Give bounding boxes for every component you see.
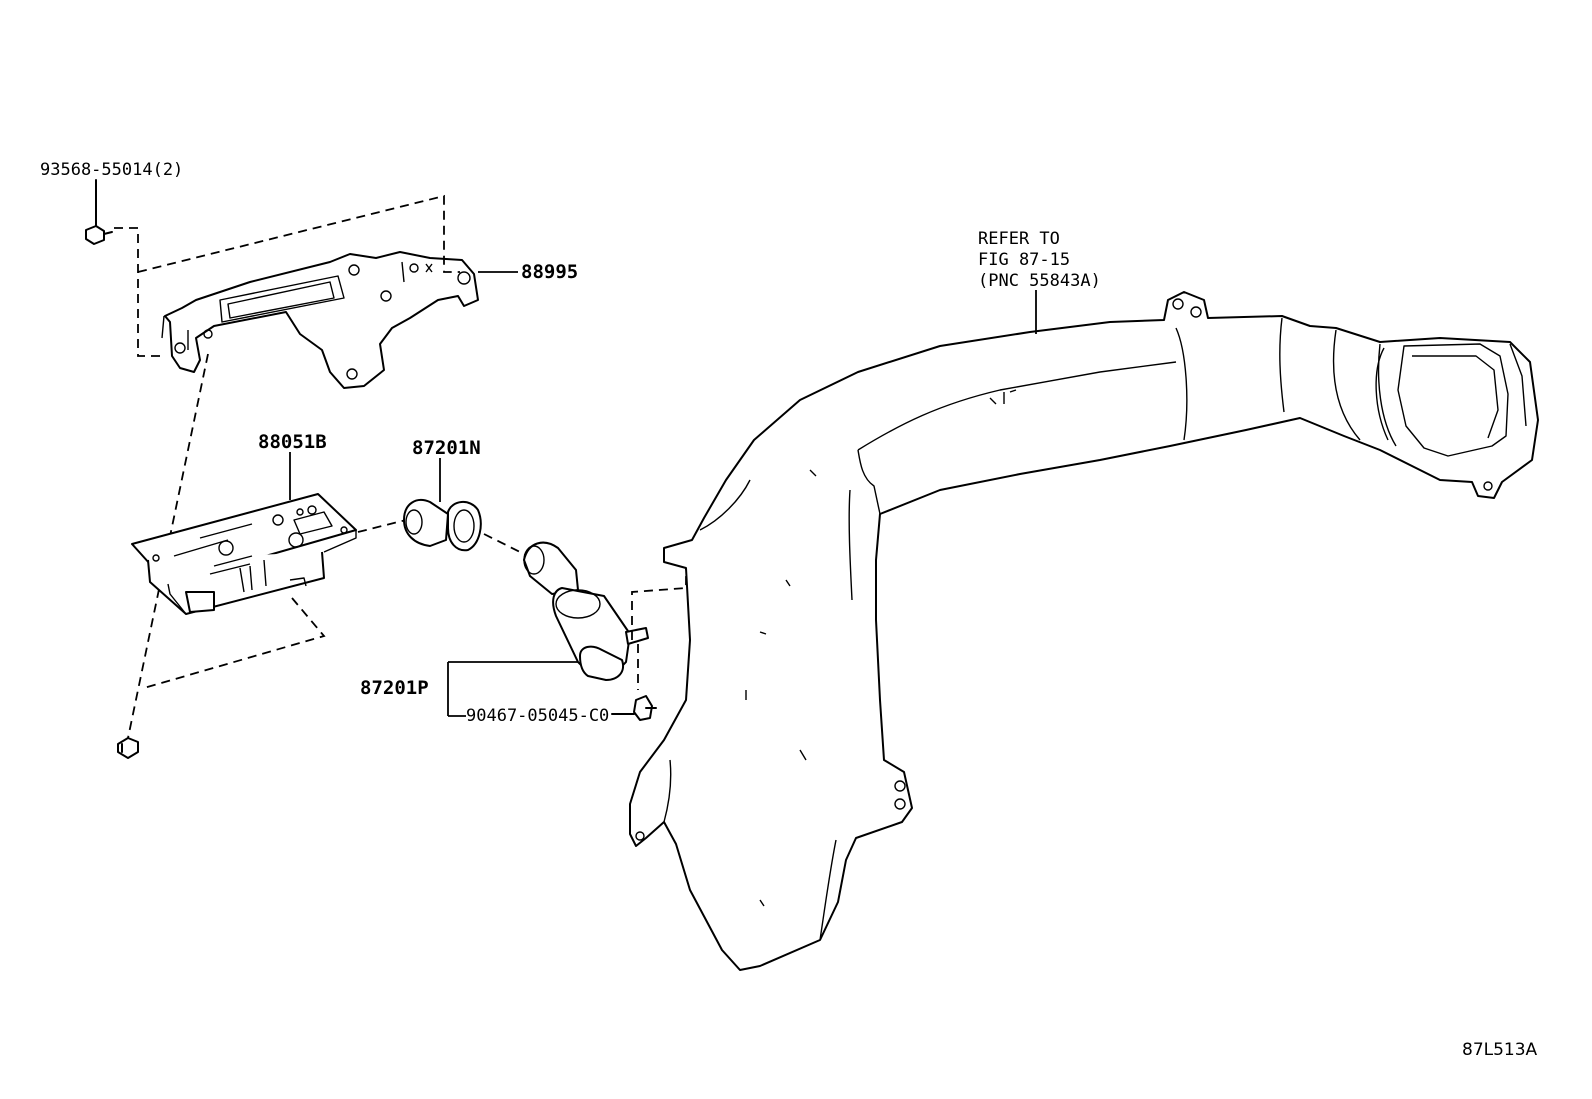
- callout-clip: 90467-05045-C0: [466, 706, 610, 726]
- reference-note-line2: FIG 87-15: [978, 250, 1071, 270]
- callout-bolt-top: 93568-55014(2): [40, 160, 184, 180]
- reference-note-line1: REFER TO: [978, 229, 1060, 249]
- elbow-87201n-icon: [403, 499, 482, 552]
- bolt-top-icon: [85, 179, 113, 245]
- leader-elbow-lower: [447, 661, 578, 716]
- air-duct-icon: [629, 291, 1539, 971]
- figure-code: 87L513A: [1462, 1040, 1538, 1060]
- callout-bracket: 88995: [521, 261, 579, 283]
- clip-icon: [611, 695, 657, 721]
- callout-elbow-lower: 87201P: [360, 677, 429, 699]
- bolt-bottom-icon: [117, 737, 139, 759]
- reference-note-line3: (PNC 55843A): [978, 271, 1101, 291]
- bracket-88995-icon: [161, 251, 479, 389]
- callout-elbow-upper: 87201N: [412, 437, 481, 459]
- elbow-87201p-icon: [523, 541, 649, 681]
- module-88051b-icon: [131, 493, 357, 615]
- callout-module: 88051B: [258, 431, 327, 453]
